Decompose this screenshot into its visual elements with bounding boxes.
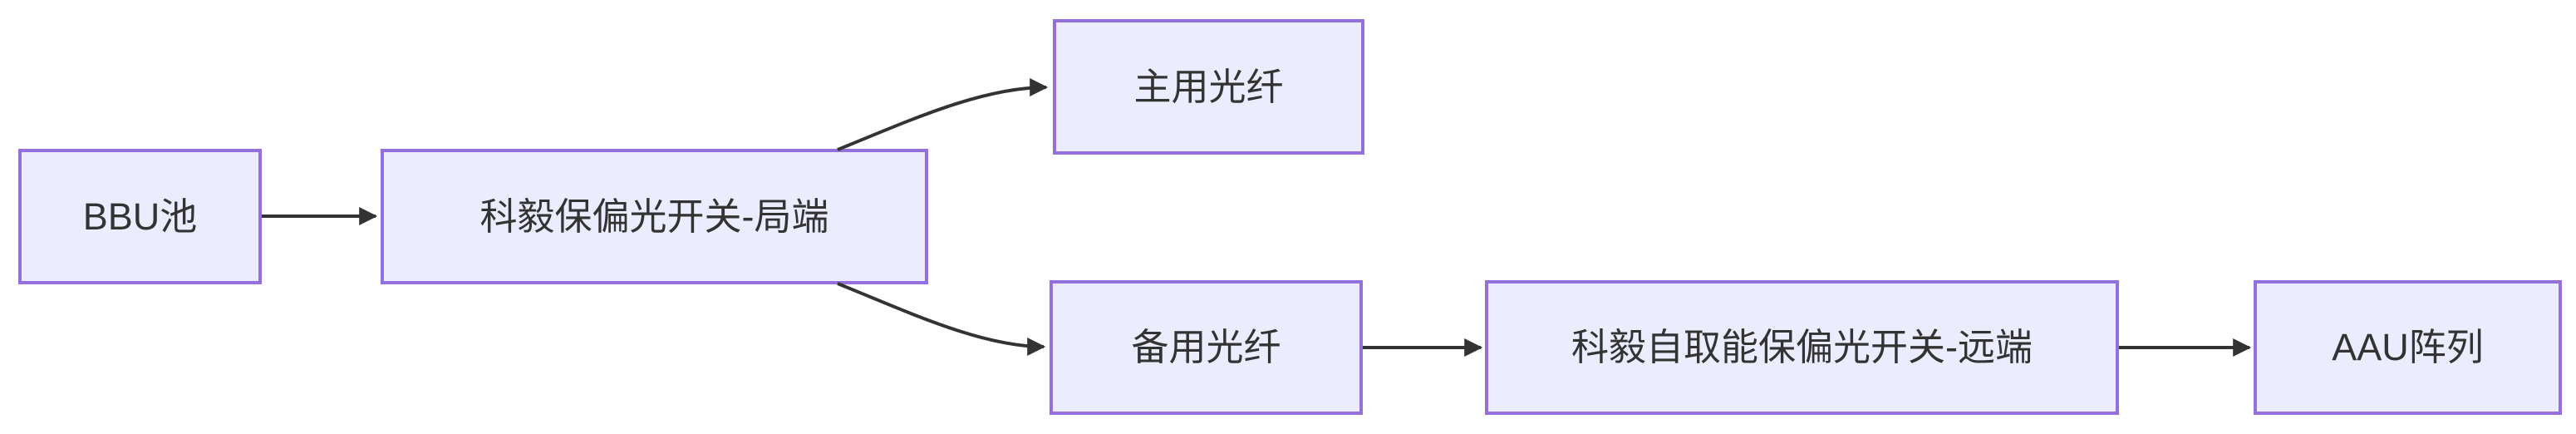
node-aau-array-label: AAU阵列	[2332, 326, 2484, 368]
node-switch-local-label: 科毅保偏光开关-局端	[479, 195, 829, 238]
node-bbu-pool: BBU池	[18, 149, 262, 284]
node-switch-remote: 科毅自取能保偏光开关-远端	[1485, 280, 2119, 415]
edge-switch-local-to-primary-fiber	[837, 78, 1049, 151]
node-aau-array: AAU阵列	[2254, 280, 2562, 415]
node-switch-local: 科毅保偏光开关-局端	[381, 149, 928, 284]
node-backup-fiber: 备用光纤	[1050, 280, 1363, 415]
node-bbu-pool-label: BBU池	[82, 195, 198, 238]
edge-switch-local-to-backup-fiber	[837, 282, 1046, 356]
node-switch-remote-label: 科毅自取能保偏光开关-远端	[1571, 326, 2033, 368]
node-backup-fiber-label: 备用光纤	[1131, 326, 1281, 368]
node-primary-fiber-label: 主用光纤	[1133, 65, 1284, 108]
node-primary-fiber: 主用光纤	[1053, 19, 1364, 155]
